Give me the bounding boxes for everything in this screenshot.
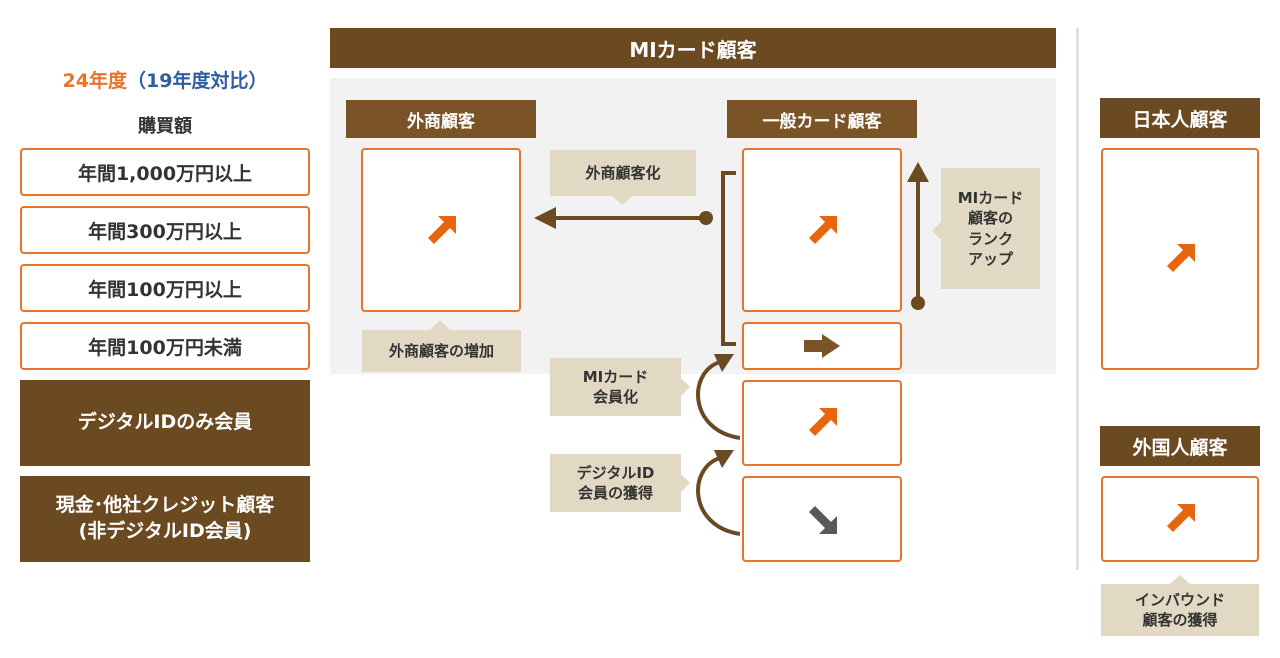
tier-label: 年間100万円未満	[88, 336, 242, 359]
gaisho-conversion-label: 外商顧客化	[550, 150, 696, 196]
japanese-header: 日本人顧客	[1100, 98, 1260, 138]
column-divider	[1076, 28, 1079, 570]
mi-card-header: MIカード顧客	[330, 28, 1056, 68]
cash-other-line1: 現金･他社クレジット顧客	[55, 494, 275, 517]
mi-member-curve	[696, 360, 741, 440]
rankup-line: ランク	[967, 229, 1013, 248]
gaisho-conversion-arrowhead	[534, 207, 556, 229]
rankup-label: MIカード 顧客の ランク アップ	[941, 168, 1040, 289]
rankup-line: アップ	[967, 249, 1013, 268]
tier-100man: 年間100万円以上	[20, 264, 310, 312]
tier-label: 年間1,000万円以上	[77, 162, 253, 185]
purchase-amount-label: 購買額	[138, 116, 192, 137]
digital-acquisition-tail	[681, 474, 690, 492]
digital-acquisition-label: デジタルID 会員の獲得	[550, 454, 681, 512]
inbound-tail	[1170, 575, 1190, 584]
gaisho-increase-label: 外商顧客の増加	[362, 330, 521, 372]
general-card-bracket	[721, 171, 736, 346]
gaisho-conversion-text: 外商顧客化	[585, 163, 661, 182]
general-card-header: 一般カード顧客	[727, 100, 917, 138]
rankup-tail	[932, 222, 941, 240]
rankup-line: MIカード	[957, 189, 1024, 207]
digital-id-only-label: デジタルIDのみ会員	[77, 411, 253, 434]
rankup-line: 顧客の	[967, 209, 1013, 228]
tier-label: 年間300万円以上	[88, 220, 242, 243]
tier-300man: 年間300万円以上	[20, 206, 310, 254]
rankup-dot	[911, 296, 925, 310]
year-comparison-heading: 24年度（19年度対比）	[20, 66, 310, 93]
gaisho-header: 外商顧客	[346, 100, 536, 138]
digital-acquisition-curve-head	[714, 450, 734, 468]
gaisho-up-right-arrow-icon	[428, 216, 456, 244]
gaisho-increase-text: 外商顧客の増加	[388, 341, 494, 360]
digital-acquisition-curve	[696, 456, 741, 536]
mi-member-line: 会員化	[592, 388, 638, 406]
rankup-arrowhead	[907, 162, 929, 182]
gaisho-conversion-dot	[699, 211, 713, 225]
digital-acquisition-line: デジタルID	[576, 463, 655, 482]
year-label: 24年度	[62, 70, 127, 92]
general-up-right-arrow-icon	[809, 216, 837, 244]
mi-member-label: MIカード 会員化	[550, 358, 681, 416]
inbound-line: 顧客の獲得	[1142, 611, 1218, 629]
mi-member-line: MIカード	[582, 367, 649, 386]
gaisho-header-label: 外商顧客	[407, 111, 475, 132]
mi-member-tail	[681, 378, 690, 396]
tier-label: 年間100万円以上	[88, 278, 242, 301]
foreign-up-right-arrow-icon	[1167, 504, 1195, 532]
gaisho-increase-tail	[430, 320, 450, 330]
cash-other-line2: (非デジタルID会員)	[78, 520, 252, 542]
digital-down-right-arrow-icon	[809, 506, 837, 534]
mi-member-curve-head	[714, 354, 734, 372]
inbound-line: インバウンド	[1134, 590, 1225, 609]
gaisho-conversion-tail	[612, 196, 632, 205]
inbound-label: インバウンド 顧客の獲得	[1101, 584, 1259, 636]
mi-card-title: MIカード顧客	[629, 37, 757, 62]
foreign-card	[1101, 476, 1259, 562]
japanese-header-label: 日本人顧客	[1132, 108, 1228, 131]
cash-other-box: 現金･他社クレジット顧客 (非デジタルID会員)	[20, 476, 310, 562]
digital-id-only-box: デジタルIDのみ会員	[20, 380, 310, 466]
tier-1000man: 年間1,000万円以上	[20, 148, 310, 196]
foreign-header: 外国人顧客	[1100, 426, 1260, 466]
foreign-header-label: 外国人顧客	[1132, 436, 1228, 459]
general-card-header-label: 一般カード顧客	[762, 111, 882, 132]
mi-member-up-right-arrow-icon	[809, 408, 837, 436]
tier-under-100man: 年間100万円未満	[20, 322, 310, 370]
compare-label: （19年度対比）	[127, 70, 268, 92]
japanese-up-right-arrow-icon	[1167, 244, 1195, 272]
digital-acquisition-line: 会員の獲得	[577, 484, 653, 502]
general-flat-right-arrow-icon	[804, 334, 840, 358]
